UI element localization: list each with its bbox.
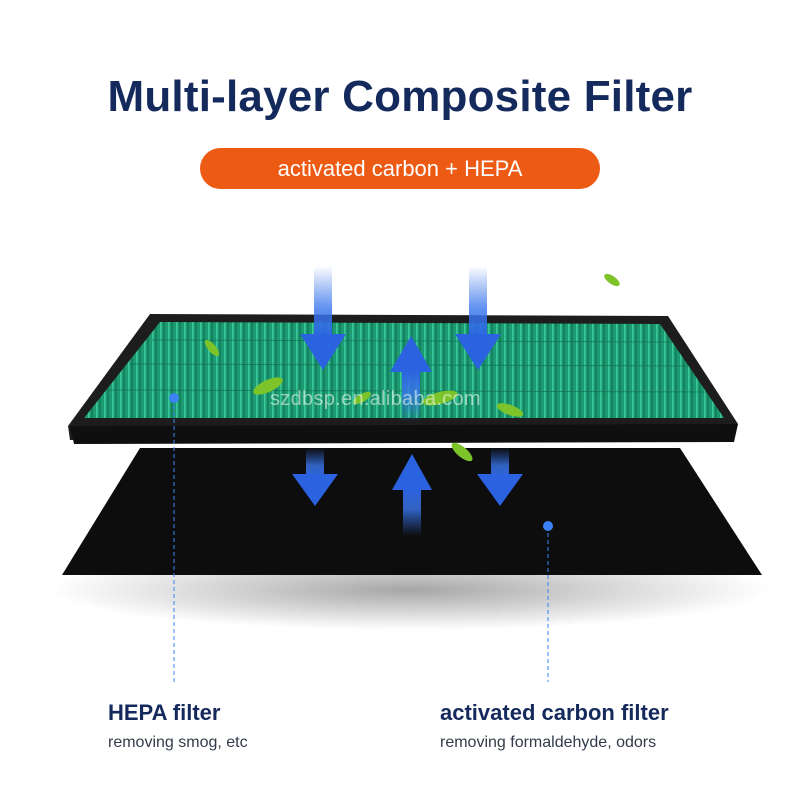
down-arrow-icon <box>300 266 346 370</box>
down-arrow-icon <box>292 448 338 506</box>
leaf-icon <box>204 273 620 462</box>
carbon-callout-marker <box>543 521 553 682</box>
carbon-label-title: activated carbon filter <box>440 700 669 725</box>
carbon-label: activated carbon filter removing formald… <box>440 700 669 752</box>
hepa-label-description: removing smog, etc <box>108 734 248 751</box>
hepa-label: HEPA filter removing smog, etc <box>108 700 248 752</box>
page-title: Multi-layer Composite Filter <box>107 72 693 121</box>
watermark: szdbsp.en.alibaba.com <box>270 388 481 410</box>
down-arrow-icon <box>477 448 523 506</box>
up-arrow-icon <box>390 336 432 422</box>
hepa-callout-marker <box>169 393 179 682</box>
up-arrow-icon <box>392 454 432 536</box>
down-arrow-icon <box>455 266 501 370</box>
carbon-label-description: removing formaldehyde, odors <box>440 734 657 751</box>
subtitle-badge: activated carbon + HEPA <box>200 148 600 189</box>
hepa-label-title: HEPA filter <box>108 700 221 725</box>
